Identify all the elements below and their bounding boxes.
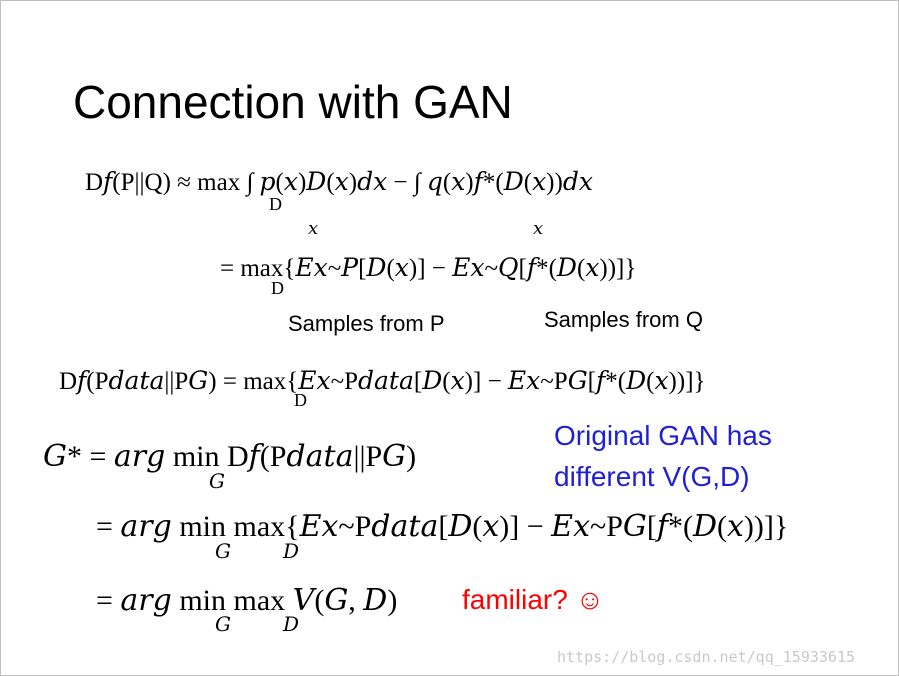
slide-title: Connection with GAN — [73, 76, 513, 128]
equation-3: D𝑓(P𝑑𝑎𝑡𝑎||P𝐺) = max{𝐸𝑥~P𝑑𝑎𝑡𝑎[𝐷(𝑥)] − 𝐸𝑥~… — [59, 368, 706, 395]
equation-1-integral-2-subscript: 𝑥 — [533, 218, 544, 238]
equation-6: = 𝑎𝑟𝑔 min max 𝑉(𝐺, 𝐷) — [96, 584, 398, 617]
equation-4: 𝐺* = 𝑎𝑟𝑔 min D𝑓(P𝑑𝑎𝑡𝑎||P𝐺) — [43, 440, 417, 473]
note-line-1: Original GAN has — [554, 420, 772, 451]
samples-from-q-label: Samples from Q — [544, 307, 703, 332]
equation-5: = 𝑎𝑟𝑔 min max{𝐸𝑥~P𝑑𝑎𝑡𝑎[𝐷(𝑥)] − 𝐸𝑥~P𝐺[𝑓*(… — [96, 510, 789, 543]
familiar-note: familiar? ☺ — [462, 584, 605, 615]
equation-2: = max{𝐸𝑥~𝑃[𝐷(𝑥)] − 𝐸𝑥~𝑄[𝑓*(𝐷(𝑥))]} — [220, 255, 637, 282]
equation-4-min-subscript: 𝐺 — [209, 471, 225, 493]
equation-5-max-subscript: 𝐷 — [283, 541, 300, 563]
equation-1-max-subscript: D — [269, 194, 282, 214]
equation-1-integral-1-subscript: 𝑥 — [308, 218, 319, 238]
equation-3-max-subscript: D — [294, 390, 307, 410]
equation-6-min-subscript: 𝐺 — [215, 614, 231, 636]
watermark: https://blog.csdn.net/qq_15933615 — [557, 648, 856, 666]
samples-from-p-label: Samples from P — [288, 311, 445, 336]
note-line-2: different V(G,D) — [554, 461, 750, 492]
equation-6-max-subscript: 𝐷 — [283, 614, 300, 636]
equation-5-min-subscript: 𝐺 — [215, 541, 231, 563]
equation-1: D𝑓(P||Q) ≈ max ∫ 𝑝(𝑥)𝐷(𝑥)𝑑𝑥 − ∫ 𝑞(𝑥)𝑓*(𝐷… — [85, 169, 593, 196]
equation-2-max-subscript: D — [271, 278, 284, 298]
